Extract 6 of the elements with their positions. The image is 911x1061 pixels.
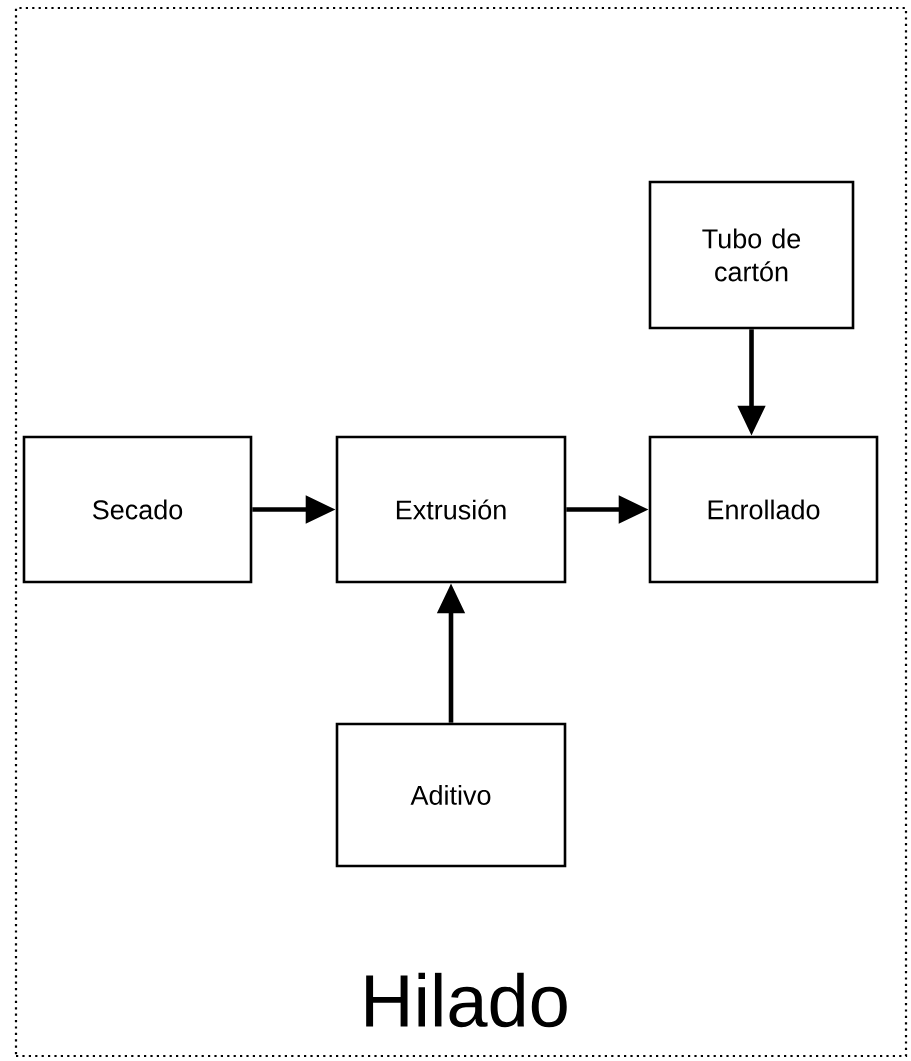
frame-title: Hilado [366,972,567,1028]
process-box: Secado [22,435,253,584]
process-box: Extrusión [335,435,567,584]
process-box: Tubo de cartón [648,180,855,330]
process-box: Enrollado [648,435,879,584]
process-box: Aditivo [335,722,567,868]
